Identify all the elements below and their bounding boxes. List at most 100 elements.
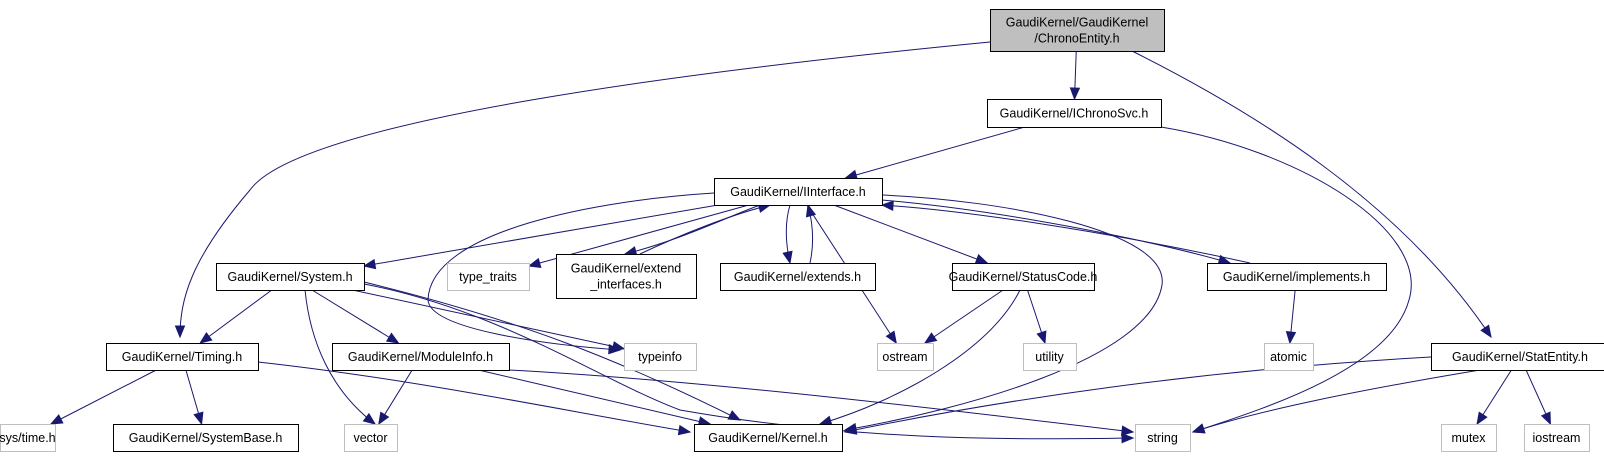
- arrowhead-icon: [880, 200, 894, 211]
- edge-line: [1160, 126, 1412, 433]
- edge-line: [844, 194, 1163, 431]
- node-label: GaudiKernel/System.h: [227, 270, 352, 284]
- node-box: [694, 424, 843, 452]
- arrowhead-icon: [527, 257, 542, 268]
- arrowhead-icon: [923, 332, 938, 344]
- node-string: string: [1135, 424, 1191, 452]
- node-box: [1135, 424, 1191, 452]
- edge-iinterface-to-kernel: [843, 194, 1163, 434]
- edge-line: [363, 204, 719, 267]
- edge-system-to-moduleinfo: [311, 289, 400, 344]
- arrowhead-icon: [818, 415, 833, 426]
- edge-chronoentity-to-statentity: [1131, 50, 1492, 339]
- node-ichronosvc[interactable]: GaudiKernel/IChronoSvc.h: [987, 99, 1162, 128]
- node-label: GaudiKernel/implements.h: [1223, 270, 1370, 284]
- edge-line: [508, 369, 1134, 433]
- node-typeinfo: typeinfo: [624, 343, 697, 371]
- arrowhead-icon: [677, 424, 692, 436]
- node-box: [1023, 343, 1077, 371]
- node-type_traits: type_traits: [447, 263, 530, 291]
- edge-iinterface-to-extends: [782, 204, 793, 265]
- edge-statentity-to-mutex: [1476, 369, 1512, 426]
- arrowhead-icon: [378, 411, 390, 426]
- node-iinterface[interactable]: GaudiKernel/IInterface.h: [714, 178, 883, 206]
- arrowhead-icon: [1036, 330, 1047, 345]
- arrowhead-icon: [1540, 411, 1551, 426]
- node-box: [216, 263, 365, 291]
- arrowhead-icon: [1120, 425, 1135, 436]
- node-label: GaudiKernel/IInterface.h: [730, 185, 866, 199]
- node-statentity[interactable]: GaudiKernel/StatEntity.h: [1431, 343, 1604, 371]
- node-label: GaudiKernel/extend: [571, 262, 682, 276]
- edge-line: [50, 369, 157, 425]
- node-systembase[interactable]: GaudiKernel/SystemBase.h: [113, 424, 299, 452]
- node-box: [113, 424, 299, 452]
- node-label: GaudiKernel/Timing.h: [122, 350, 242, 364]
- node-label: vector: [353, 431, 387, 445]
- edge-system-to-vector: [304, 289, 377, 425]
- node-box: [1207, 263, 1387, 291]
- edge-ichronosvc-to-iinterface: [844, 126, 1025, 180]
- edge-line: [311, 289, 399, 344]
- arrowhead-icon: [199, 331, 213, 344]
- node-label: typeinfo: [638, 350, 682, 364]
- edge-line: [427, 192, 715, 351]
- node-box: [987, 99, 1162, 128]
- arrowhead-icon: [974, 254, 989, 264]
- node-moduleinfo[interactable]: GaudiKernel/ModuleInfo.h: [332, 343, 510, 371]
- node-extend_interfaces[interactable]: GaudiKernel/extend _interfaces.h: [556, 254, 697, 299]
- edge-timing-to-kernel: [257, 361, 692, 436]
- arrowhead-icon: [805, 203, 817, 218]
- node-extends[interactable]: GaudiKernel/extends.h: [720, 263, 876, 291]
- node-atomic: atomic: [1264, 343, 1314, 371]
- node-ostream: ostream: [877, 343, 934, 371]
- node-box: [1264, 343, 1314, 371]
- edge-line: [363, 283, 1134, 440]
- arrowhead-icon: [385, 332, 400, 344]
- node-label: GaudiKernel/StatusCode.h: [949, 270, 1098, 284]
- node-label: _interfaces.h: [589, 278, 662, 292]
- node-statuscode[interactable]: GaudiKernel/StatusCode.h: [949, 263, 1098, 291]
- node-box: [952, 263, 1095, 291]
- edge-line: [478, 369, 711, 425]
- node-system[interactable]: GaudiKernel/System.h: [216, 263, 365, 291]
- node-utility: utility: [1023, 343, 1077, 371]
- arrowhead-icon: [782, 250, 793, 265]
- arrowhead-icon: [362, 412, 377, 425]
- edge-extend_interfaces-to-iinterface: [639, 202, 772, 255]
- arrowhead-icon: [1480, 324, 1492, 339]
- edge-line: [1192, 369, 1481, 433]
- node-iostream: iostream: [1524, 424, 1590, 452]
- node-box: [990, 9, 1165, 52]
- edge-chronoentity-to-timing: [174, 41, 991, 339]
- edge-line: [639, 204, 771, 255]
- node-mutex: mutex: [1441, 424, 1497, 452]
- node-systime: sys/time.h: [0, 424, 56, 452]
- node-box: [0, 424, 56, 452]
- node-box: [624, 343, 697, 371]
- edge-line: [881, 199, 1231, 264]
- arrowhead-icon: [1121, 432, 1135, 444]
- node-box: [447, 263, 530, 291]
- edge-moduleinfo-to-vector: [378, 369, 413, 426]
- node-label: sys/time.h: [0, 431, 56, 445]
- edge-moduleinfo-to-kernel: [478, 369, 712, 427]
- node-label: GaudiKernel/extends.h: [734, 270, 861, 284]
- node-box: [556, 254, 697, 299]
- edge-statuscode-to-ostream: [923, 289, 1004, 344]
- edge-line: [844, 356, 1432, 433]
- edge-iinterface-to-statuscode: [833, 204, 989, 264]
- node-label: GaudiKernel/SystemBase.h: [129, 431, 283, 445]
- edge-line: [819, 289, 1021, 425]
- edge-line: [881, 204, 1251, 264]
- node-label: type_traits: [459, 270, 517, 284]
- node-label: iostream: [1533, 431, 1581, 445]
- node-implements[interactable]: GaudiKernel/implements.h: [1207, 263, 1387, 291]
- node-box: [1431, 343, 1604, 371]
- node-label: string: [1147, 431, 1178, 445]
- node-kernel[interactable]: GaudiKernel/Kernel.h: [694, 424, 843, 452]
- edge-line: [624, 204, 761, 255]
- node-timing[interactable]: GaudiKernel/Timing.h: [106, 343, 259, 371]
- edge-line: [304, 289, 376, 425]
